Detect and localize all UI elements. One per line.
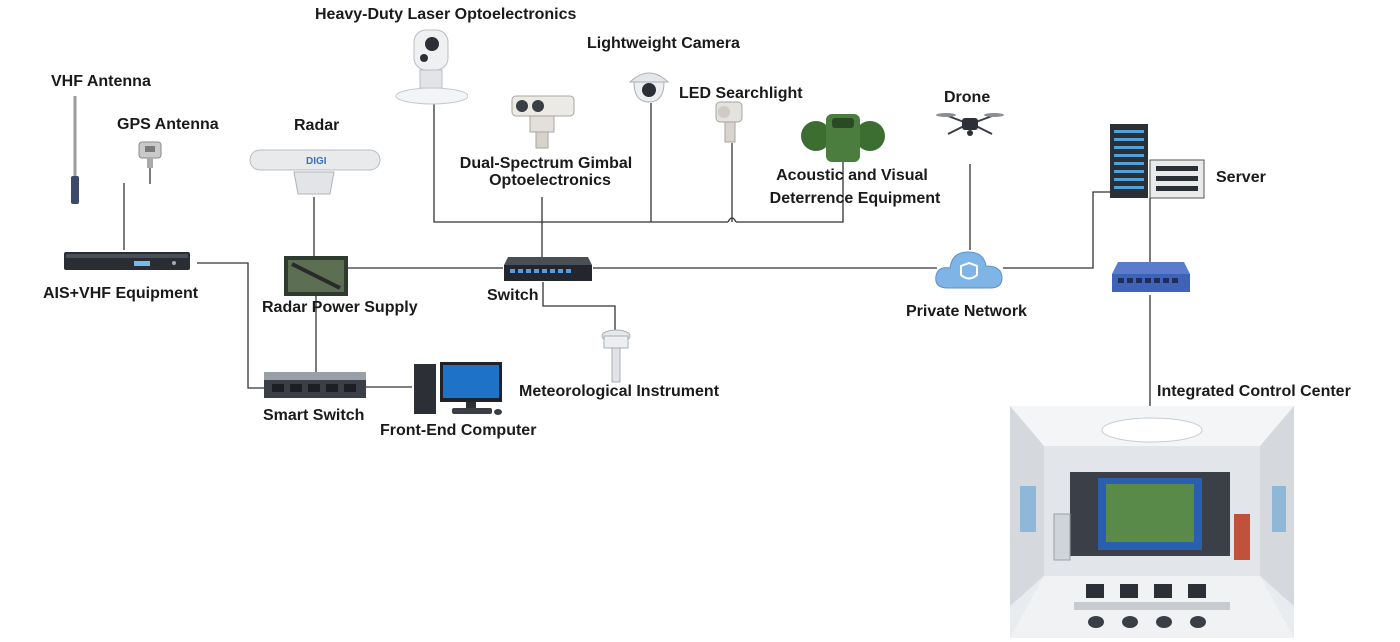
radar-icon: DIGI [249,149,381,195]
control-center-label: Integrated Control Center [1157,383,1351,400]
led-searchlight-label: LED Searchlight [679,85,803,102]
antenna-icon [71,96,79,204]
network-switch-icon [504,257,592,281]
front-end-computer-label: Front-End Computer [380,422,537,439]
laser-camera-icon [395,29,468,105]
radar-power-label: Radar Power Supply [262,299,418,316]
gps-icon [138,141,162,184]
deterrence-device-icon [801,114,885,162]
computer-icon [414,362,502,415]
heavy-laser-label: Heavy-Duty Laser Optoelectronics [315,6,577,23]
dual-spectrum-label-line2: Optoelectronics [489,172,611,189]
line-top-bus [433,103,844,223]
gimbal-camera-icon [511,95,575,149]
network-switch-icon [1112,262,1190,292]
ais-vhf-label: AIS+VHF Equipment [43,285,199,302]
smart-switch-label: Smart Switch [263,407,365,424]
radar-label: Radar [294,117,340,134]
server-label: Server [1216,169,1266,186]
searchlight-icon [715,101,743,143]
weather-station-icon [601,329,631,383]
drone-icon [936,113,1004,136]
control-room-icon [1010,406,1294,638]
switch-label: Switch [487,287,539,304]
drone-label: Drone [944,89,991,106]
acoustic-label-line1: Acoustic and Visual [776,167,928,184]
line-ais-smart-switch [197,262,268,389]
private-network-label: Private Network [906,303,1027,320]
vhf-antenna-label: VHF Antenna [51,73,151,90]
lightweight-camera-label: Lightweight Camera [587,35,740,52]
dome-camera-icon [628,72,670,103]
acoustic-label-line2: Deterrence Equipment [769,190,941,207]
line-network-server [1003,191,1112,269]
smart-switch-icon [264,372,366,398]
dual-spectrum-label-line1: Dual-Spectrum Gimbal [459,155,633,172]
svg-text:DIGI: DIGI [306,156,327,167]
power-supply-icon [284,256,348,296]
line-switch-meteo [542,282,616,352]
meteorological-label: Meteorological Instrument [519,383,720,400]
gps-antenna-label: GPS Antenna [117,116,219,133]
rack-unit-icon [64,252,190,270]
cloud-icon [935,251,1003,289]
server-rack-icon [1110,124,1205,199]
